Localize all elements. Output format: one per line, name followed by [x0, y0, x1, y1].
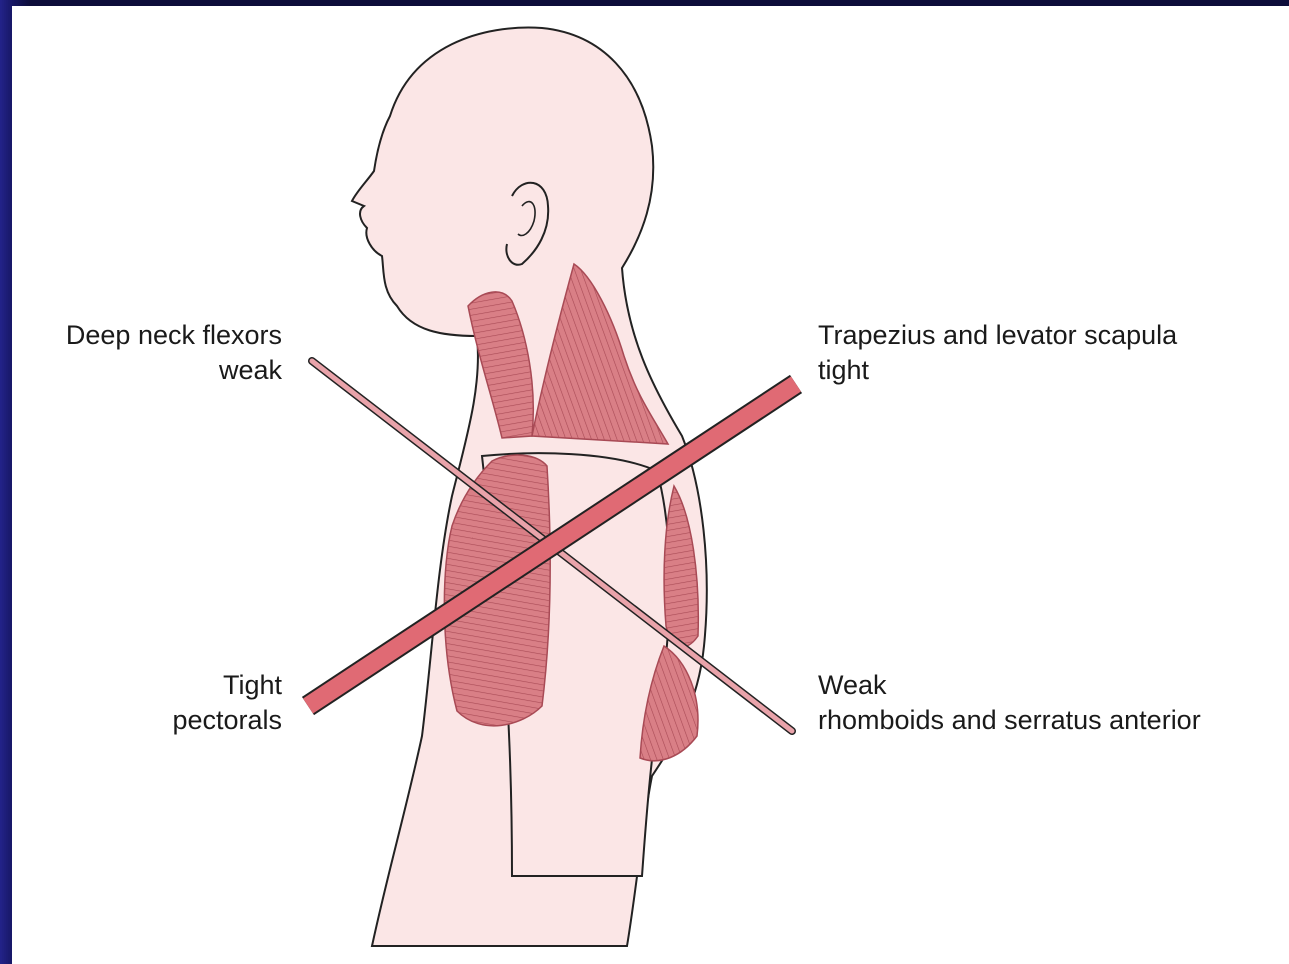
- label-weak-rhomboids-line2: rhomboids and serratus anterior: [818, 703, 1201, 738]
- label-deep-neck-flexors-line1: Deep neck flexors: [66, 318, 282, 353]
- label-trapezius-levator: Trapezius and levator scapula tight: [818, 318, 1177, 388]
- label-trapezius-levator-line1: Trapezius and levator scapula: [818, 318, 1177, 353]
- label-tight-pectorals-line2: pectorals: [172, 703, 282, 738]
- upper-crossed-syndrome-illustration: [12, 6, 1289, 964]
- figure-panel: Deep neck flexors weak Trapezius and lev…: [12, 6, 1289, 964]
- label-deep-neck-flexors-line2: weak: [66, 353, 282, 388]
- label-deep-neck-flexors: Deep neck flexors weak: [66, 318, 282, 388]
- label-tight-pectorals: Tight pectorals: [172, 668, 282, 738]
- label-weak-rhomboids: Weak rhomboids and serratus anterior: [818, 668, 1201, 738]
- label-tight-pectorals-line1: Tight: [172, 668, 282, 703]
- label-weak-rhomboids-line1: Weak: [818, 668, 1201, 703]
- label-trapezius-levator-line2: tight: [818, 353, 1177, 388]
